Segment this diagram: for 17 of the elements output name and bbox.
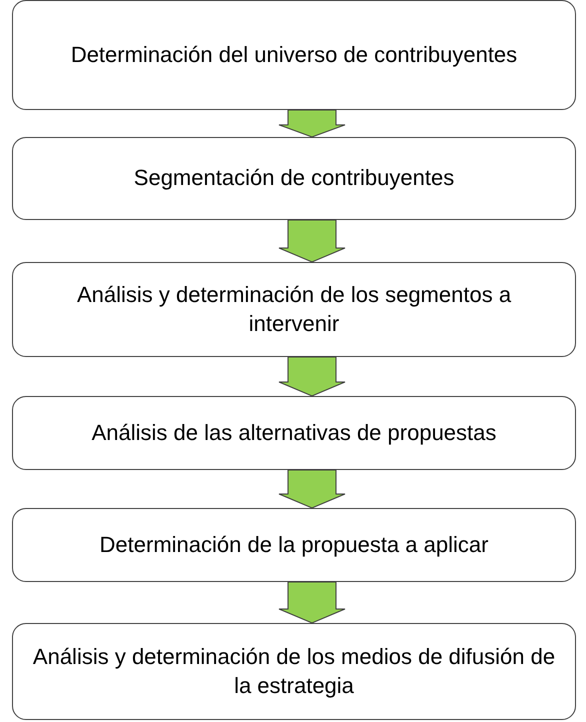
block-arrow	[278, 582, 346, 624]
process-box	[12, 508, 576, 582]
block-arrow	[278, 356, 346, 397]
step-text: Análisis de las alternativas de propuestas	[92, 418, 496, 447]
block-arrow	[278, 470, 346, 509]
process-box	[12, 137, 576, 220]
step-text: Análisis y determinación de los medios de difusión de la estrategia	[32, 642, 556, 700]
block-arrow	[278, 110, 346, 138]
block-arrow	[278, 220, 346, 263]
step-text: Determinación de la propuesta a aplicar	[100, 530, 488, 559]
step-text: Segmentación de contribuyentes	[134, 164, 454, 192]
process-box	[12, 0, 576, 110]
process-box	[12, 262, 576, 357]
process-box	[12, 396, 576, 470]
step-text: Determinación del universo de contribuyentes	[70, 40, 518, 69]
step-text: Análisis y determinación de los segmentos a intervenir	[76, 280, 512, 338]
process-box	[12, 623, 576, 720]
